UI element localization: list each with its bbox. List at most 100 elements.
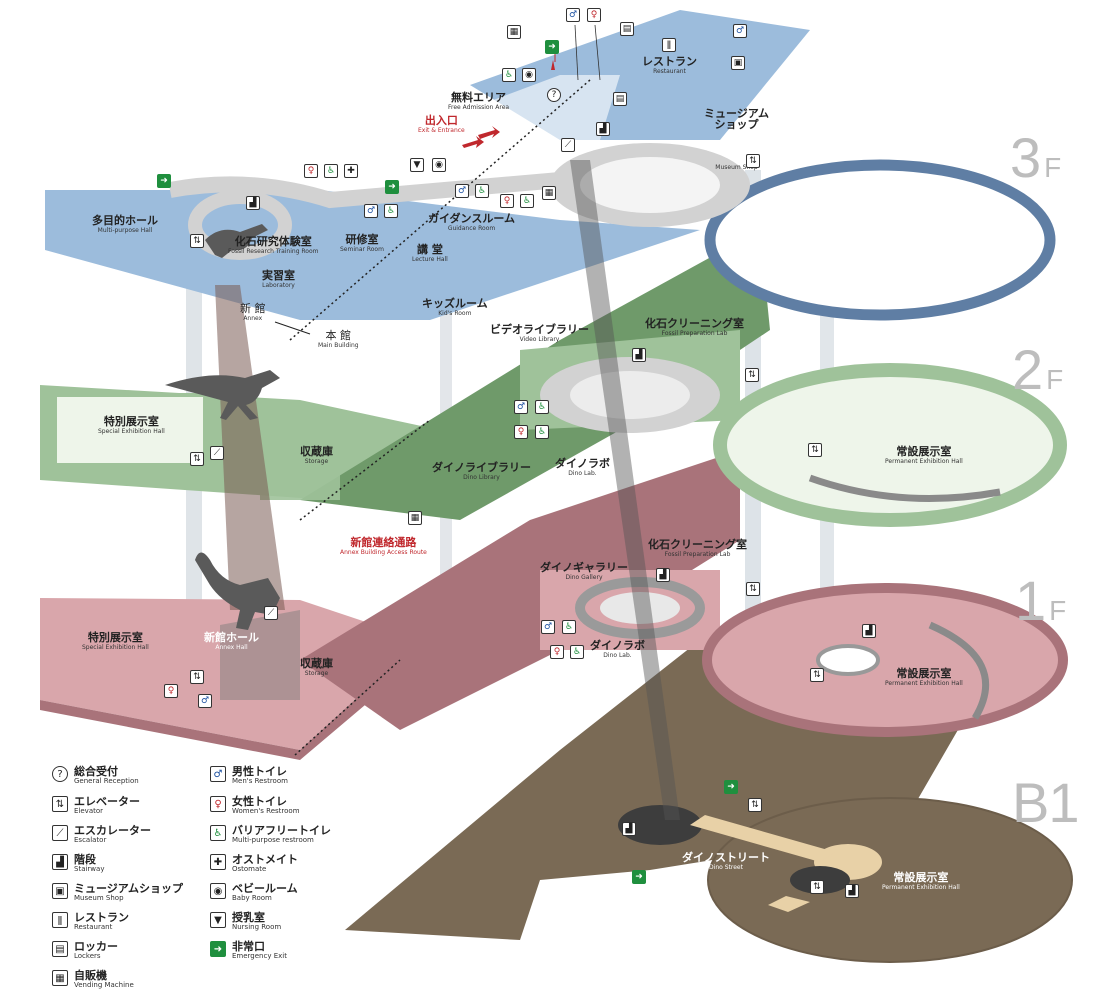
escalator-icon: ⟋ — [561, 138, 575, 152]
vending-machine-icon: ▦ — [542, 186, 556, 200]
label-annex-access: 新館連絡通路 Annex Building Access Route — [340, 537, 427, 556]
mens-restroom-icon: ♂ — [514, 400, 528, 414]
label-dino-gallery: ダイノギャラリー Dino Gallery — [540, 562, 628, 581]
label-lecture: 講 堂 Lecture Hall — [412, 244, 448, 263]
laboratory-en: Laboratory — [262, 281, 295, 289]
emergency-exit-icon: ➜ — [385, 180, 399, 194]
permanent-b1-en: Permanent Exhibition Hall — [882, 883, 960, 891]
legend-ja: バリアフリートイレ — [232, 824, 331, 837]
annex-en: Annex — [243, 314, 263, 322]
dino-lab-2f-en: Dino Lab. — [568, 469, 597, 477]
kids-en: Kid's Room — [438, 309, 472, 317]
1f-annex-shadow — [40, 640, 430, 760]
legend-ja: 女性トイレ — [232, 795, 287, 808]
1f-connector — [300, 450, 740, 730]
dino-library-ja: ダイノライブラリー — [432, 461, 531, 474]
3f-west-wing — [45, 190, 700, 320]
main-building-en: Main Building — [318, 341, 359, 349]
fossil-training-ja: 化石研究体験室 — [234, 235, 312, 248]
permanent-2f-en: Permanent Exhibition Hall — [885, 457, 963, 465]
exit-entrance-en: Exit & Entrance — [418, 126, 465, 134]
3f-circle-hall — [704, 159, 1056, 321]
legend-ja: オストメイト — [232, 853, 298, 866]
legend-ja: 総合受付 — [74, 765, 118, 778]
legend-ja: レストラン — [74, 911, 129, 924]
1f-permanent-hall — [702, 583, 1068, 737]
elevator-icon: ⇅ — [810, 880, 824, 894]
accessible-restroom-icon: ♿ — [502, 68, 516, 82]
special-2f-en: Special Exhibition Hall — [98, 427, 165, 435]
escalator-icon: ⟋ — [264, 606, 278, 620]
label-video-library: ビデオライブラリー Video Library — [490, 324, 589, 343]
label-restaurant: レストラン Restaurant — [642, 56, 697, 75]
laboratory-ja: 実習室 — [262, 269, 295, 282]
label-permanent-b1: 常設展示室 Permanent Exhibition Hall — [882, 872, 960, 891]
dino-street-en: Dino Street — [709, 863, 743, 871]
vending-machine-icon: ▦ — [52, 970, 68, 986]
label-storage-1f: 収蔵庫 Storage — [300, 658, 333, 677]
video-library-ja: ビデオライブラリー — [490, 323, 589, 336]
seminar-en: Seminar Room — [340, 245, 384, 253]
seminar-ja: 研修室 — [345, 233, 379, 246]
lecture-en: Lecture Hall — [412, 255, 448, 263]
annex-hall-ja: 新館ホール — [204, 631, 259, 644]
permanent-b1-ja: 常設展示室 — [893, 871, 949, 884]
vending-machine-icon: ▦ — [408, 511, 422, 525]
locker-icon: ▤ — [613, 92, 627, 106]
multi-hall-en: Multi-purpose Hall — [97, 226, 153, 234]
boundary-2f — [299, 419, 431, 521]
dino-gallery-en: Dino Gallery — [565, 573, 603, 581]
baby-room-icon: ◉ — [522, 68, 536, 82]
nursing-room-icon: ▼ — [210, 912, 226, 928]
3f-stair-loop — [188, 190, 292, 260]
3f-corridor — [168, 172, 561, 209]
label-dino-lab-2f: ダイノラボ Dino Lab. — [555, 458, 610, 477]
label-laboratory: 実習室 Laboratory — [262, 270, 295, 289]
womens-restroom-icon: ♀ — [500, 194, 514, 208]
fossil-prep-2f-ja: 化石クリーニング室 — [645, 317, 744, 330]
elevator-icon: ⇅ — [190, 452, 204, 466]
legend-ja: 自販機 — [74, 969, 107, 982]
stairs-icon: ▟ — [656, 568, 670, 582]
permanent-2f-ja: 常設展示室 — [896, 445, 952, 458]
info-leader — [574, 24, 579, 81]
label-fossil-prep-2f: 化石クリーニング室 Fossil Preparation Lab — [645, 318, 744, 337]
legend-ja: 階段 — [74, 853, 96, 866]
dinosaur-shaft — [215, 285, 285, 610]
storage-2f-en: Storage — [304, 457, 329, 465]
b1-ramp — [768, 896, 810, 912]
boundary-3f — [289, 79, 591, 341]
stairs-icon: ▟ — [246, 196, 260, 210]
legend-ja: 男性トイレ — [232, 765, 287, 778]
floor-suffix: F — [1046, 364, 1063, 395]
label-permanent-1f: 常設展示室 Permanent Exhibition Hall — [885, 668, 963, 687]
emergency-exit-icon: ➜ — [210, 941, 226, 957]
lecture-ja: 講 堂 — [417, 243, 443, 256]
restaurant-icon: ǁ — [662, 38, 676, 52]
accessible-restroom-icon: ♿ — [535, 400, 549, 414]
legend-en: Men's Restroom — [232, 777, 288, 785]
floor-2f — [40, 230, 1067, 527]
free-area-ja: 無料エリア — [451, 91, 507, 104]
floor-number: 2 — [1012, 338, 1043, 401]
dino-lab-1f-en: Dino Lab. — [603, 651, 632, 659]
mens-restroom-icon: ♂ — [455, 184, 469, 198]
guidance-en: Guidance Room — [447, 224, 496, 232]
legend-en: Women's Restroom — [232, 807, 300, 815]
womens-restroom-icon: ♀ — [304, 164, 318, 178]
1f-hall-core — [816, 644, 880, 676]
skylight-beam — [570, 160, 680, 820]
label-special-2f: 特別展示室 Special Exhibition Hall — [98, 416, 165, 435]
annex-main-arrow — [274, 321, 311, 335]
legend-ja: 非常口 — [232, 940, 265, 953]
ostomate-icon: ✚ — [344, 164, 358, 178]
label-main-building: 本 館 Main Building — [318, 330, 359, 349]
